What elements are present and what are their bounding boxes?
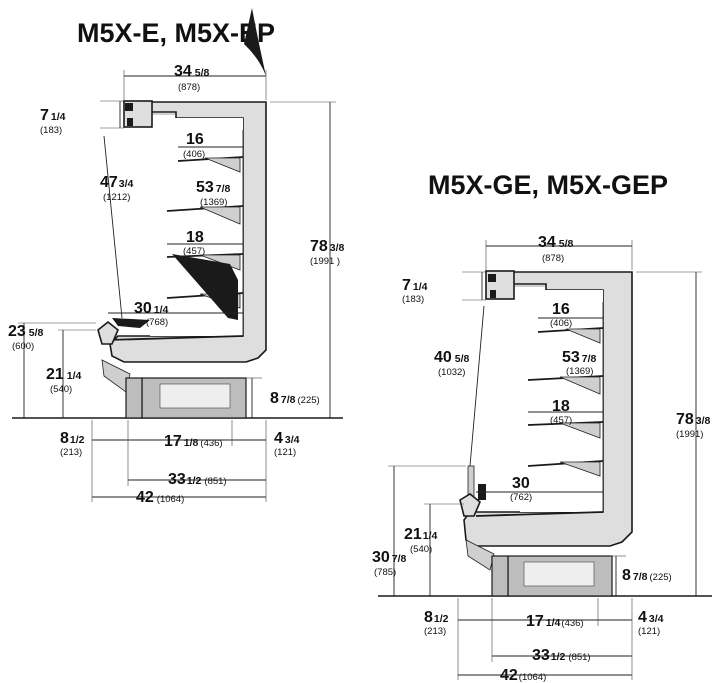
right-canopy-light <box>488 274 496 298</box>
right-dim-shelf-width-mm: (406) <box>550 318 572 329</box>
right-dim-bumper-height-mm: (540) <box>410 544 432 555</box>
left-dim-deck-mm: (768) <box>146 317 168 328</box>
right-dim-front-offset: 81/2 <box>424 609 449 626</box>
right-dimension-lines <box>388 240 702 680</box>
left-base-panel <box>159 383 231 409</box>
right-diagram: M5X-GE, M5X-GEP <box>378 170 712 597</box>
left-dim-bumper-height-mm: (540) <box>50 384 72 395</box>
right-dim-front-height-mm: (785) <box>374 567 396 578</box>
left-dimension-lines <box>18 70 336 502</box>
right-title: M5X-GE, M5X-GEP <box>428 170 668 200</box>
left-title: M5X-E, M5X-EP <box>77 18 275 48</box>
left-dim-shelf-width: 16 <box>186 131 204 148</box>
right-dim-overall-depth: 42(1064) <box>500 667 546 683</box>
right-deck <box>475 511 604 517</box>
right-dim-shelf-height-mm: (1369) <box>566 366 593 377</box>
left-dim-rear-offset-mm: (121) <box>274 447 296 458</box>
left-deck-product <box>112 318 150 328</box>
left-dim-mid-shelf: 18 <box>186 229 204 246</box>
left-dim-front-height-mm: (600) <box>12 341 34 352</box>
left-product-display <box>172 254 238 320</box>
right-dim-deck: 30 <box>512 475 530 492</box>
left-dim-front-offset: 81/2 <box>60 430 85 447</box>
left-dim-front-offset-mm: (213) <box>60 447 82 458</box>
right-dim-canopy-mm: (183) <box>402 294 424 305</box>
left-dim-total-height-mm: (1991 ) <box>310 256 340 267</box>
left-dim-opening: 473/4 <box>100 174 134 191</box>
right-dim-front-offset-mm: (213) <box>424 626 446 637</box>
left-diagram: M5X-E, M5X-EP <box>12 8 343 419</box>
right-dim-opening-mm: (1032) <box>438 367 465 378</box>
left-dim-depth-top-mm: (878) <box>178 82 200 93</box>
right-front-grille <box>465 539 495 571</box>
left-dim-shelf-width-mm: (406) <box>183 149 205 160</box>
left-dim-overall-depth: 42(1064) <box>136 489 184 506</box>
left-dim-base-depth: 331/2(851) <box>168 471 227 488</box>
right-dim-base-depth: 331/2(851) <box>532 647 591 664</box>
left-front-bumper <box>97 320 119 345</box>
right-base-panel <box>523 561 595 587</box>
right-dim-total-height-mm: (1991) <box>676 429 703 440</box>
right-dim-shelf-width: 16 <box>552 301 570 318</box>
left-dim-opening-mm: (1212) <box>103 192 130 203</box>
right-dim-depth-top-mm: (878) <box>542 253 564 264</box>
right-dim-mid-shelf-mm: (457) <box>550 415 572 426</box>
left-title-swoosh <box>244 8 266 76</box>
right-dim-rear-offset-mm: (121) <box>638 626 660 637</box>
right-case-cavity <box>520 290 603 512</box>
right-front-bumper <box>459 493 481 517</box>
right-dim-bumper-height: 211/4 <box>404 526 438 543</box>
left-dim-canopy-mm: (183) <box>40 125 62 136</box>
right-dim-deck-mm: (762) <box>510 492 532 503</box>
right-dim-mid-shelf: 18 <box>552 398 570 415</box>
left-canopy-light <box>125 103 133 126</box>
left-dim-mid-shelf-mm: (457) <box>183 246 205 257</box>
right-shelves <box>527 327 604 477</box>
left-deck <box>107 335 244 341</box>
left-dim-shelf-height-mm: (1369) <box>200 197 227 208</box>
